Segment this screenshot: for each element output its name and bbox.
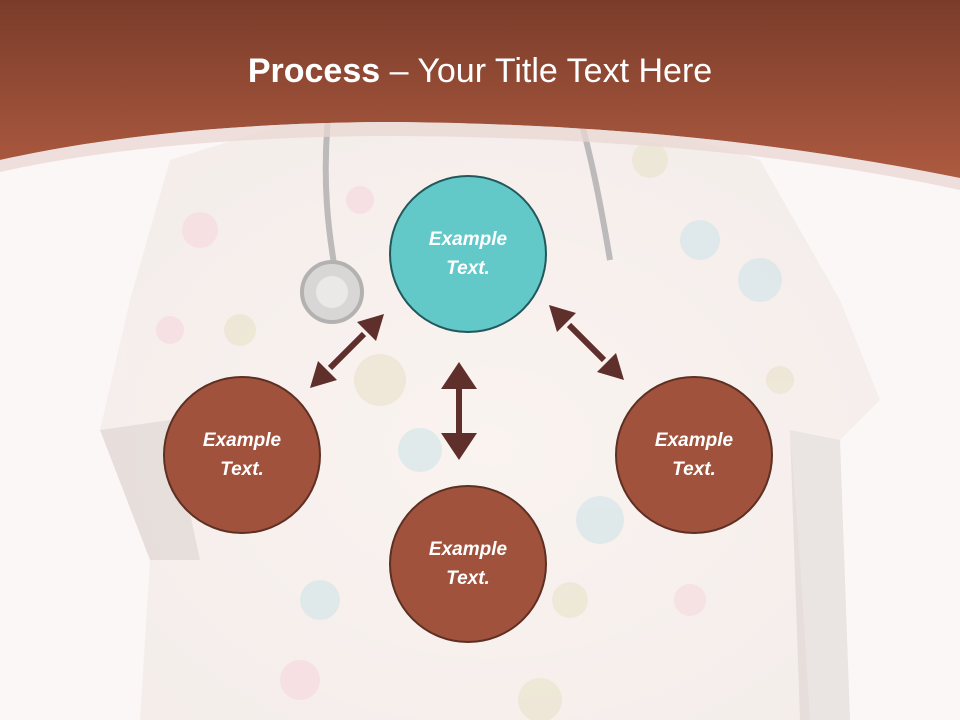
- title-banner: [0, 0, 960, 178]
- title-rest: – Your Title Text Here: [380, 52, 713, 90]
- background-photo: [100, 99, 880, 720]
- node-top: Example Text.: [389, 175, 547, 333]
- node-top-text: Example Text.: [428, 229, 508, 279]
- node-left: Example Text.: [163, 376, 321, 534]
- node-right-text: Example Text.: [654, 430, 734, 480]
- arrow-vertical: [441, 362, 477, 460]
- arrow-top-right: [549, 305, 624, 380]
- node-bottom: Example Text.: [389, 485, 547, 643]
- node-bottom-text: Example Text.: [428, 539, 508, 589]
- slide-title: Process – Your Title Text Here: [0, 52, 960, 91]
- title-bold: Process: [247, 52, 381, 90]
- node-right: Example Text.: [615, 376, 773, 534]
- node-left-text: Example Text.: [202, 430, 282, 480]
- banner-swoosh: [0, 122, 960, 190]
- arrow-top-left: [310, 314, 384, 388]
